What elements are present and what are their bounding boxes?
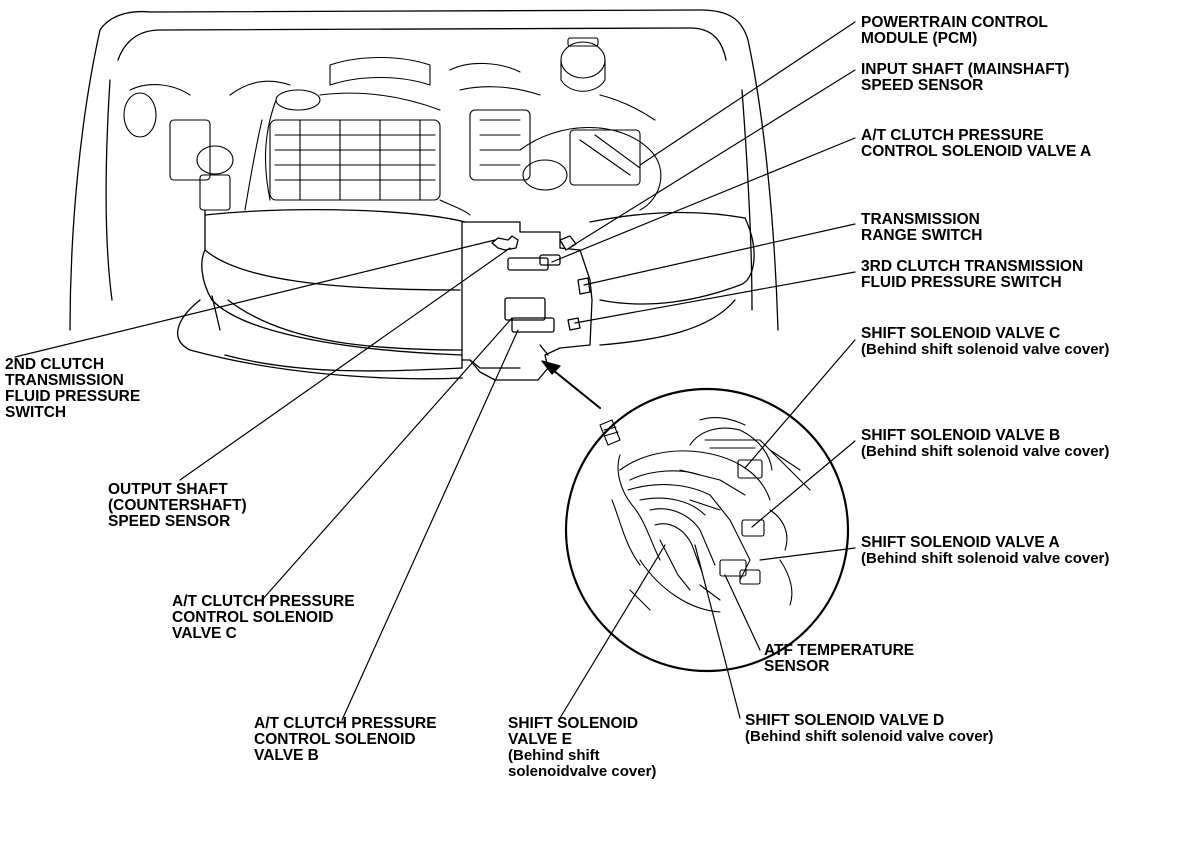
label-shift-solenoid-valve-a: SHIFT SOLENOID VALVE A (Behind shift sol… [861,534,1110,567]
inset-detail-circle [566,389,848,671]
transmission-outline [462,222,592,380]
label-shift-solenoid-valve-d: SHIFT SOLENOID VALVE D (Behind shift sol… [745,712,994,745]
label-shift-solenoid-valve-e: SHIFT SOLENOID VALVE E (Behind shift sol… [508,715,657,780]
label-clutch-pressure-valve-c: A/T CLUTCH PRESSURE CONTROL SOLENOID VAL… [172,593,355,642]
leader-pcm [640,22,855,165]
leader-lines [15,22,855,720]
inset-pointer-arrow [542,361,600,408]
label-atf-temperature-sensor: ATF TEMPERATURE SENSOR [764,642,915,675]
leader-shift-valve-d [695,545,740,718]
leader-second-clutch-switch [15,240,495,357]
car-body-outline [70,10,778,379]
label-shift-solenoid-valve-c: SHIFT SOLENOID VALVE C (Behind shift sol… [861,325,1110,358]
label-clutch-pressure-valve-b: A/T CLUTCH PRESSURE CONTROL SOLENOID VAL… [254,715,437,764]
leader-output-shaft [180,248,510,480]
label-pcm: POWERTRAIN CONTROL MODULE (PCM) [861,14,1048,47]
leader-clutch-valve-a [552,138,855,262]
label-output-shaft-speed-sensor: OUTPUT SHAFT (COUNTERSHAFT) SPEED SENSOR [108,481,247,530]
leader-clutch-valve-b [342,330,518,720]
label-transmission-range-switch: TRANSMISSION RANGE SWITCH [861,211,983,244]
leader-clutch-valve-c [262,318,512,600]
label-second-clutch-pressure-switch: 2ND CLUTCH TRANSMISSION FLUID PRESSURE S… [5,356,141,421]
leader-atf-sensor [725,575,760,650]
label-input-shaft-speed-sensor: INPUT SHAFT (MAINSHAFT) SPEED SENSOR [861,61,1070,94]
leader-range-switch [584,224,855,285]
leader-shift-valve-e [560,545,665,718]
engine-components [124,38,661,215]
leader-shift-valve-c [745,340,855,468]
label-shift-solenoid-valve-b: SHIFT SOLENOID VALVE B (Behind shift sol… [861,427,1110,460]
leader-shift-valve-a [760,548,855,560]
leader-input-shaft [572,70,855,246]
leader-shift-valve-b [752,441,855,527]
label-third-clutch-pressure-switch: 3RD CLUTCH TRANSMISSION FLUID PRESSURE S… [861,258,1084,291]
leader-third-clutch-switch [575,272,855,323]
label-clutch-pressure-valve-a: A/T CLUTCH PRESSURE CONTROL SOLENOID VAL… [861,127,1092,160]
